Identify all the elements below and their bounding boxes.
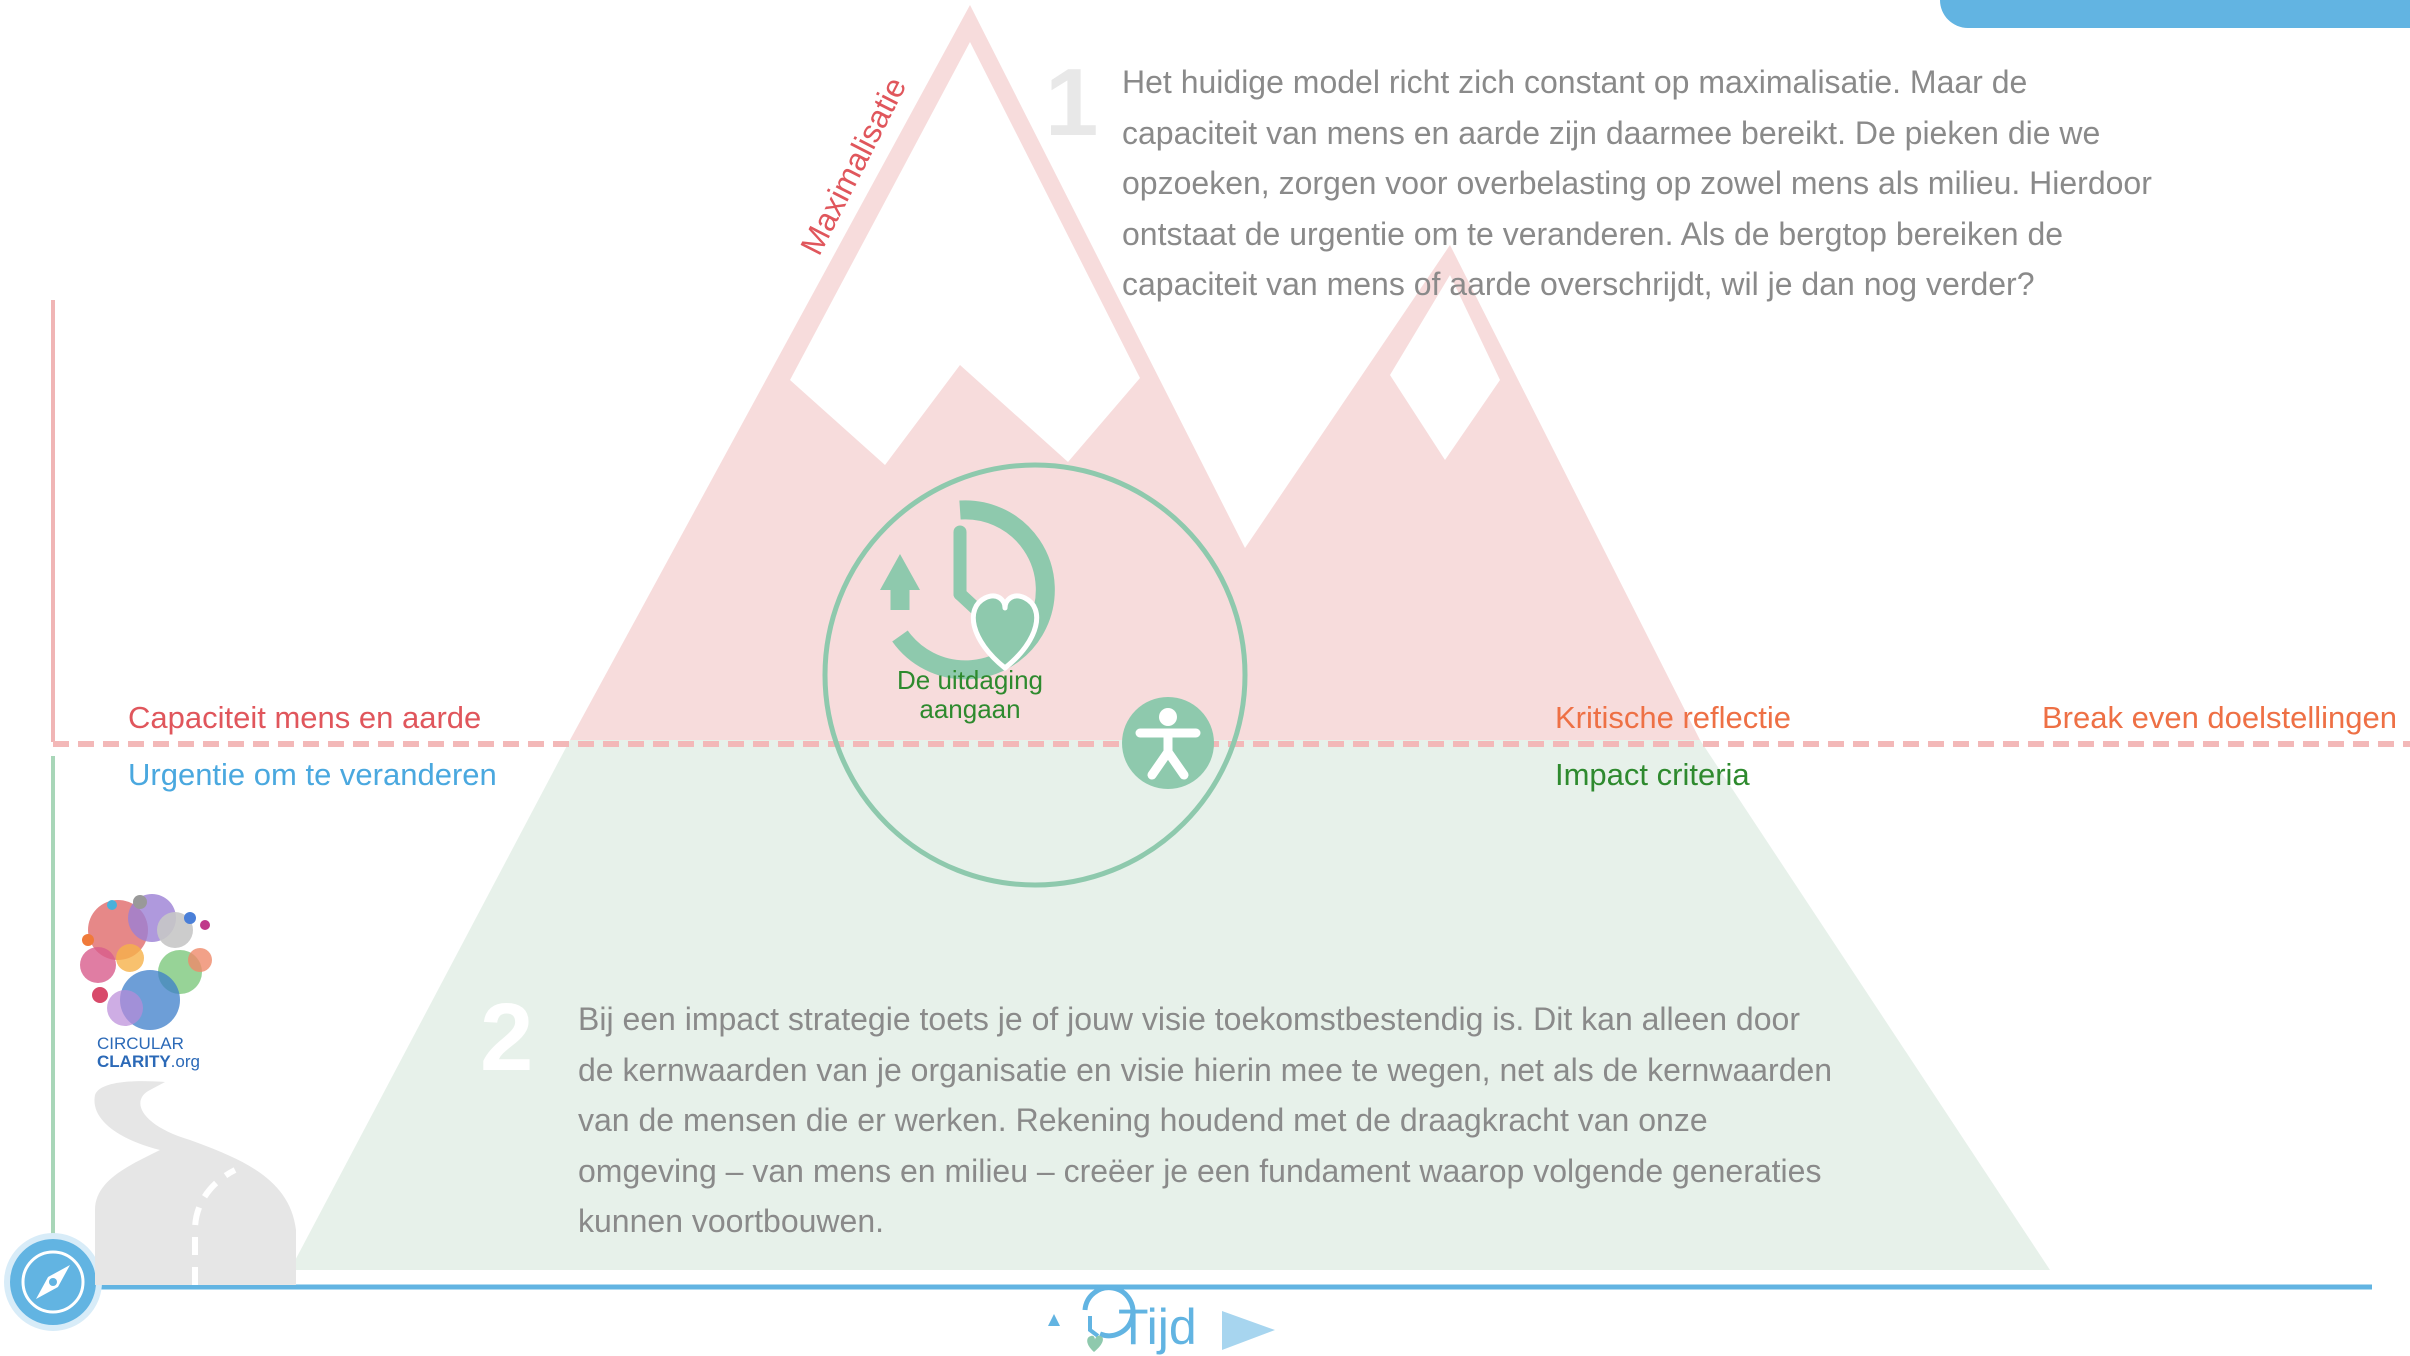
- urgentie-label: Urgentie om te veranderen: [128, 757, 497, 792]
- play-triangle-icon: [1222, 1311, 1275, 1350]
- paragraph2-line: Bij een impact strategie toets je of jou…: [578, 1001, 1800, 1037]
- logo-line2: CLARITY.org: [97, 1053, 200, 1070]
- circular-clarity-logo: [80, 894, 212, 1030]
- paragraph1-line: capaciteit van mens of aarde overschrijd…: [1122, 266, 2035, 302]
- paragraph1-text: Het huidige model richt zich constant op…: [1122, 57, 2282, 310]
- paragraph1-line: opzoeken, zorgen voor overbelasting op z…: [1122, 165, 2152, 201]
- person-icon: [1122, 697, 1214, 789]
- kritische-reflectie-label: Kritische reflectie: [1555, 700, 1792, 735]
- snow-cap-secondary: [1390, 275, 1500, 460]
- compass-icon: [4, 1233, 102, 1331]
- tijd-label: Tijd: [1118, 1299, 1197, 1355]
- paragraph2-number: 2: [480, 984, 534, 1091]
- impact-criteria-label: Impact criteria: [1555, 757, 1750, 792]
- paragraph1-line: capaciteit van mens en aarde zijn daarme…: [1122, 114, 2101, 151]
- paragraph2-text: Bij een impact strategie toets je of jou…: [578, 994, 1878, 1247]
- break-even-label: Break even doelstellingen: [2042, 700, 2398, 735]
- paragraph1-number: 1: [1045, 49, 1099, 156]
- uitdaging-label: De uitdaging aangaan: [870, 666, 1070, 724]
- foundation-shape: [290, 740, 2050, 1270]
- snow-cap-main: [790, 42, 1140, 465]
- uitdaging-line2: aangaan: [919, 694, 1021, 724]
- paragraph2-line: omgeving – van mens en milieu – creëer j…: [578, 1152, 1822, 1189]
- clock-heart-icon: [880, 500, 1055, 680]
- paragraph2-line: kunnen voortbouwen.: [578, 1203, 884, 1239]
- road-icon: [94, 1081, 296, 1285]
- paragraph1-line: Het huidige model richt zich constant op…: [1122, 64, 2028, 100]
- uitdaging-line1: De uitdaging: [897, 665, 1043, 695]
- challenge-circle: [822, 462, 1248, 888]
- paragraph2-line: van de mensen die er werken. Rekening ho…: [578, 1102, 1708, 1138]
- logo-line2-suffix: .org: [170, 1052, 200, 1071]
- top-tab: [1940, 0, 2410, 28]
- tijd-clock-icon: [1048, 1285, 1136, 1352]
- logo-line1: CIRCULAR: [97, 1034, 184, 1053]
- logo-line2-bold: CLARITY: [97, 1052, 171, 1071]
- paragraph1-line: ontstaat de urgentie om te veranderen. A…: [1122, 215, 2064, 252]
- capaciteit-label: Capaciteit mens en aarde: [128, 700, 482, 735]
- paragraph2-line: de kernwaarden van je organisatie en vis…: [578, 1051, 1833, 1088]
